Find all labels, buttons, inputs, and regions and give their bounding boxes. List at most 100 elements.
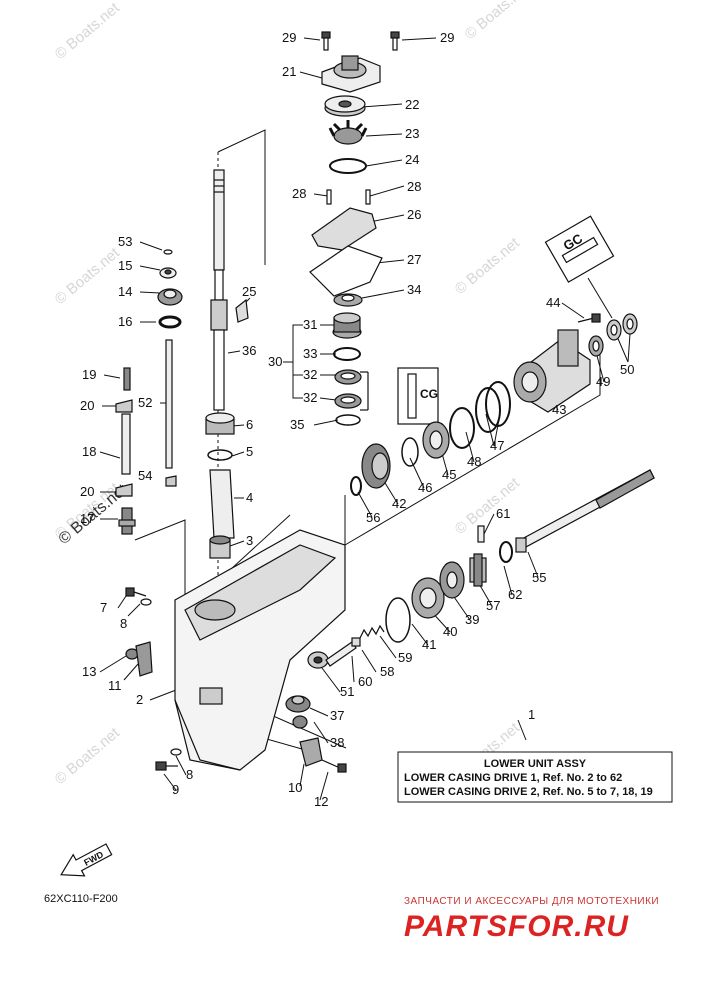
callout-55: 55 — [532, 570, 546, 585]
drive-shaft-36 — [210, 169, 228, 411]
oring-47a — [475, 387, 501, 433]
pin-28-left — [326, 189, 332, 205]
callout-37: 37 — [330, 708, 344, 723]
pin-61 — [477, 525, 485, 543]
callout-26: 26 — [407, 207, 421, 222]
callout-58: 58 — [380, 664, 394, 679]
callout-4: 4 — [246, 490, 253, 505]
callout-43: 43 — [552, 402, 566, 417]
plate-26 — [311, 207, 377, 251]
info-box-title: LOWER UNIT ASSY — [484, 758, 587, 770]
part-51 — [307, 651, 329, 669]
bolt-9 — [155, 761, 178, 771]
callout-20-lower: 20 — [80, 484, 94, 499]
seal-50b — [622, 313, 638, 335]
watermark: © Boats.net — [452, 474, 524, 538]
washer-8b — [170, 748, 182, 756]
callout-7: 7 — [100, 600, 107, 615]
part-19 — [123, 367, 131, 391]
housing-31 — [332, 312, 362, 339]
callout-48: 48 — [467, 454, 481, 469]
gear-42 — [361, 443, 391, 489]
callout-36: 36 — [242, 343, 256, 358]
callout-52: 52 — [138, 395, 152, 410]
callout-11: 11 — [108, 678, 122, 693]
spring-59 — [359, 624, 385, 639]
callout-35: 35 — [290, 417, 304, 432]
callout-27: 27 — [407, 252, 421, 267]
callout-22: 22 — [405, 97, 419, 112]
bolt-29-right — [390, 31, 400, 51]
key-25 — [235, 298, 249, 323]
callout-1: 1 — [528, 707, 535, 722]
callout-32-upper: 32 — [303, 367, 317, 382]
lower-casing-2 — [174, 529, 346, 771]
callout-51: 51 — [340, 684, 354, 699]
callout-47: 47 — [490, 438, 504, 453]
shim-41 — [385, 597, 411, 643]
part-17 — [118, 507, 136, 535]
callout-8-lower: 8 — [186, 767, 193, 782]
callout-49: 49 — [596, 374, 610, 389]
callout-31: 31 — [303, 317, 317, 332]
bearing-49 — [588, 335, 604, 357]
nut-38 — [292, 715, 308, 729]
rod-18 — [121, 413, 131, 475]
rod-52 — [165, 339, 173, 469]
shim-35 — [335, 414, 361, 426]
gasket-27 — [309, 245, 383, 297]
callout-15: 15 — [118, 258, 132, 273]
callout-42: 42 — [392, 496, 406, 511]
info-box-line1: LOWER CASING DRIVE 1, Ref. No. 2 to 62 — [404, 772, 622, 784]
callout-19: 19 — [82, 367, 96, 382]
fwd-arrow: FWD — [60, 843, 113, 877]
grease-icon: CG — [397, 367, 439, 425]
plunger-60 — [325, 641, 357, 667]
clutch-57 — [469, 553, 487, 587]
ring-62 — [499, 541, 513, 563]
part-15 — [159, 267, 177, 279]
bolt-44 — [577, 313, 601, 323]
callout-28-left: 28 — [292, 186, 306, 201]
part-58 — [351, 637, 361, 647]
clip-56 — [350, 476, 362, 496]
callout-29-right: 29 — [440, 30, 454, 45]
callout-30: 30 — [268, 354, 282, 369]
callout-50: 50 — [620, 362, 634, 377]
bearing-housing-43 — [513, 329, 591, 413]
clip-54 — [165, 475, 177, 487]
clip-20a — [115, 399, 133, 413]
trim-tab-10 — [299, 737, 323, 767]
callout-44: 44 — [546, 295, 560, 310]
watermark: © Boats.net — [52, 0, 124, 63]
bearing-6 — [205, 412, 235, 435]
callout-20-upper: 20 — [80, 398, 94, 413]
callout-46: 46 — [418, 480, 432, 495]
bearing-45 — [422, 421, 450, 459]
shim-5 — [207, 449, 233, 461]
seal-32a — [334, 369, 362, 385]
callout-33: 33 — [303, 346, 317, 361]
callout-18: 18 — [82, 444, 96, 459]
oring-16 — [158, 315, 182, 329]
bearing-3 — [209, 535, 231, 559]
callout-10: 10 — [288, 780, 302, 795]
partsfor-tagline: ЗАПЧАСТИ И АКСЕССУАРЫ ДЛЯ МОТОТЕХНИКИ — [404, 896, 659, 907]
callout-39: 39 — [465, 612, 479, 627]
callout-9: 9 — [172, 782, 179, 797]
insert-22 — [324, 95, 366, 117]
grease-icon-top: GC — [544, 215, 615, 283]
callout-17: 17 — [80, 511, 94, 526]
callout-40: 40 — [443, 624, 457, 639]
bolt-12 — [321, 759, 347, 773]
seal-32b — [334, 393, 362, 409]
callout-56: 56 — [366, 510, 380, 525]
callout-2: 2 — [136, 692, 143, 707]
partsfor-branding: ЗАПЧАСТИ И АКСЕССУАРЫ ДЛЯ МОТОТЕХНИКИ PA… — [404, 896, 659, 943]
callout-61: 61 — [496, 506, 510, 521]
pin-28-right — [365, 189, 371, 205]
part-53 — [163, 249, 173, 255]
diagram-code: 62XC110-F200 — [44, 893, 118, 905]
